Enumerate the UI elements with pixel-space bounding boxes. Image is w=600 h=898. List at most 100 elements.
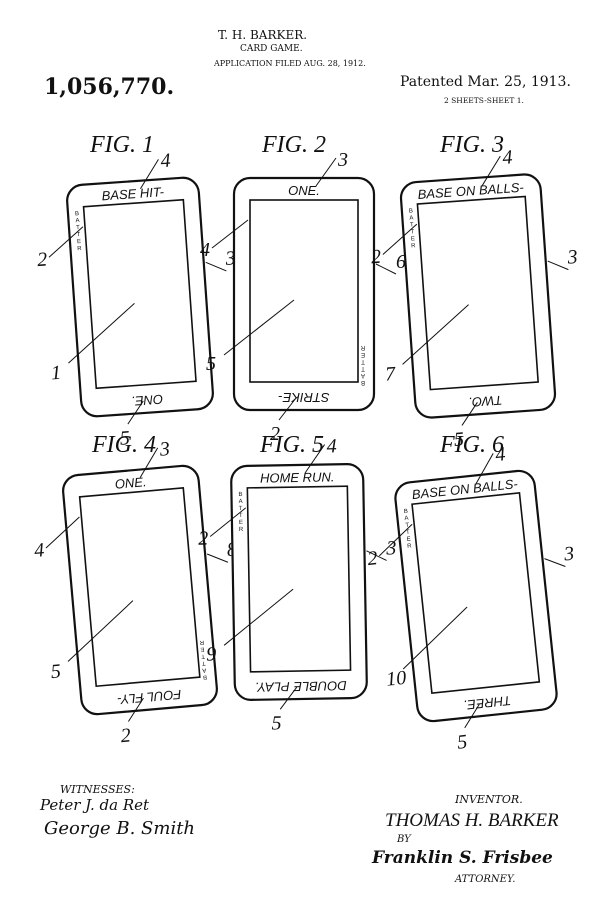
svg-text:R: R xyxy=(239,527,244,533)
figure-label: FIG. 1 xyxy=(89,132,154,158)
svg-text:R: R xyxy=(199,639,205,645)
leader-line xyxy=(205,261,227,272)
svg-text:T: T xyxy=(410,222,414,228)
leader-line xyxy=(48,226,84,258)
leader-line xyxy=(315,157,337,187)
svg-text:E: E xyxy=(77,239,81,245)
svg-text:A: A xyxy=(409,215,413,221)
reference-numeral: 5 xyxy=(456,731,468,754)
svg-text:A: A xyxy=(75,218,79,224)
patent-number: 1,056,770. xyxy=(44,74,175,100)
inventor-label: INVENTOR. xyxy=(455,793,523,806)
svg-text:R: R xyxy=(411,243,416,249)
reference-numeral: 3 xyxy=(337,149,348,171)
reference-numeral: 4 xyxy=(200,239,210,261)
reference-numeral: 3 xyxy=(562,543,575,566)
reference-numeral: 7 xyxy=(384,363,397,386)
leader-line xyxy=(140,159,159,189)
leader-line xyxy=(45,516,80,549)
leader-line xyxy=(279,686,298,710)
svg-text:T: T xyxy=(239,513,243,519)
leader-line xyxy=(206,553,229,563)
inventor-name: T. H. BARKER. xyxy=(218,28,308,42)
svg-text:T: T xyxy=(76,225,80,231)
svg-text:B: B xyxy=(75,211,79,217)
card-top-label: HOME RUN. xyxy=(260,469,335,485)
reference-numeral: 4 xyxy=(33,539,45,562)
reference-numeral: 4 xyxy=(160,150,172,173)
svg-text:E: E xyxy=(239,520,243,526)
reference-numeral: 5 xyxy=(271,712,281,734)
reference-numeral: 5 xyxy=(453,428,465,451)
card-bottom-label: TWO. xyxy=(468,393,503,410)
svg-text:B: B xyxy=(404,509,409,515)
reference-numeral: 2 xyxy=(270,423,280,445)
svg-text:A: A xyxy=(239,499,243,505)
card-top-label: ONE. xyxy=(114,474,147,492)
svg-text:E: E xyxy=(361,351,365,357)
reference-numeral: 3 xyxy=(385,537,396,559)
card-bottom-label: ONE. xyxy=(131,392,164,409)
card-top-label: BASE ON BALLS- xyxy=(417,180,525,202)
svg-text:B: B xyxy=(238,492,242,498)
leader-line xyxy=(68,303,135,364)
svg-text:R: R xyxy=(360,344,365,350)
svg-text:A: A xyxy=(202,667,207,673)
card-bottom-label: FOUL FLY- xyxy=(116,687,182,708)
leader-line xyxy=(304,444,326,474)
reference-numeral: 4 xyxy=(494,443,506,466)
svg-text:T: T xyxy=(201,653,206,659)
reference-numeral: 4 xyxy=(326,435,336,457)
witness-signature-1: Peter J. da Ret xyxy=(40,796,150,814)
figure-label: FIG. 4 xyxy=(91,432,156,458)
reference-numeral: 4 xyxy=(502,146,514,169)
sheet-count: 2 SHEETS-SHEET 1. xyxy=(444,96,524,105)
card-figure: ONE.FOUL FLY-BATTER48523 xyxy=(33,438,238,747)
svg-text:A: A xyxy=(404,516,409,522)
figure-label: FIG. 3 xyxy=(439,132,504,158)
svg-text:T: T xyxy=(76,232,80,238)
svg-text:T: T xyxy=(405,523,410,529)
reference-numeral: 2 xyxy=(36,248,48,271)
reference-numeral: 3 xyxy=(158,438,171,461)
reference-numeral: 3 xyxy=(566,246,579,269)
patented-date: Patented Mar. 25, 1913. xyxy=(400,74,571,90)
card-panel xyxy=(411,492,541,695)
svg-text:B: B xyxy=(203,674,208,680)
svg-text:T: T xyxy=(410,229,414,235)
leader-line xyxy=(544,558,566,567)
leader-line xyxy=(461,402,478,426)
reference-numeral: 2 xyxy=(198,528,208,550)
leader-line xyxy=(378,523,413,557)
invention-title: CARD GAME. xyxy=(240,44,303,54)
by-label: BY xyxy=(397,834,411,845)
leader-line xyxy=(139,447,159,478)
card-panel xyxy=(246,485,352,673)
svg-text:T: T xyxy=(361,365,365,371)
reference-numeral: 10 xyxy=(385,667,407,691)
card-panel xyxy=(416,195,540,391)
reference-numeral: 2 xyxy=(366,547,378,570)
svg-text:E: E xyxy=(200,646,205,652)
leader-line xyxy=(127,697,144,722)
card-panel xyxy=(249,199,359,383)
leader-line xyxy=(366,550,387,561)
leader-line xyxy=(547,260,569,271)
leader-line xyxy=(375,263,397,275)
svg-text:B: B xyxy=(361,379,365,385)
leader-line xyxy=(223,588,294,646)
reference-numeral: 6 xyxy=(396,251,406,273)
reference-numeral: 5 xyxy=(50,660,62,683)
figure-label: FIG. 2 xyxy=(261,132,326,158)
svg-text:E: E xyxy=(406,537,411,543)
card-bottom-label: DOUBLE PLAY. xyxy=(255,678,347,695)
